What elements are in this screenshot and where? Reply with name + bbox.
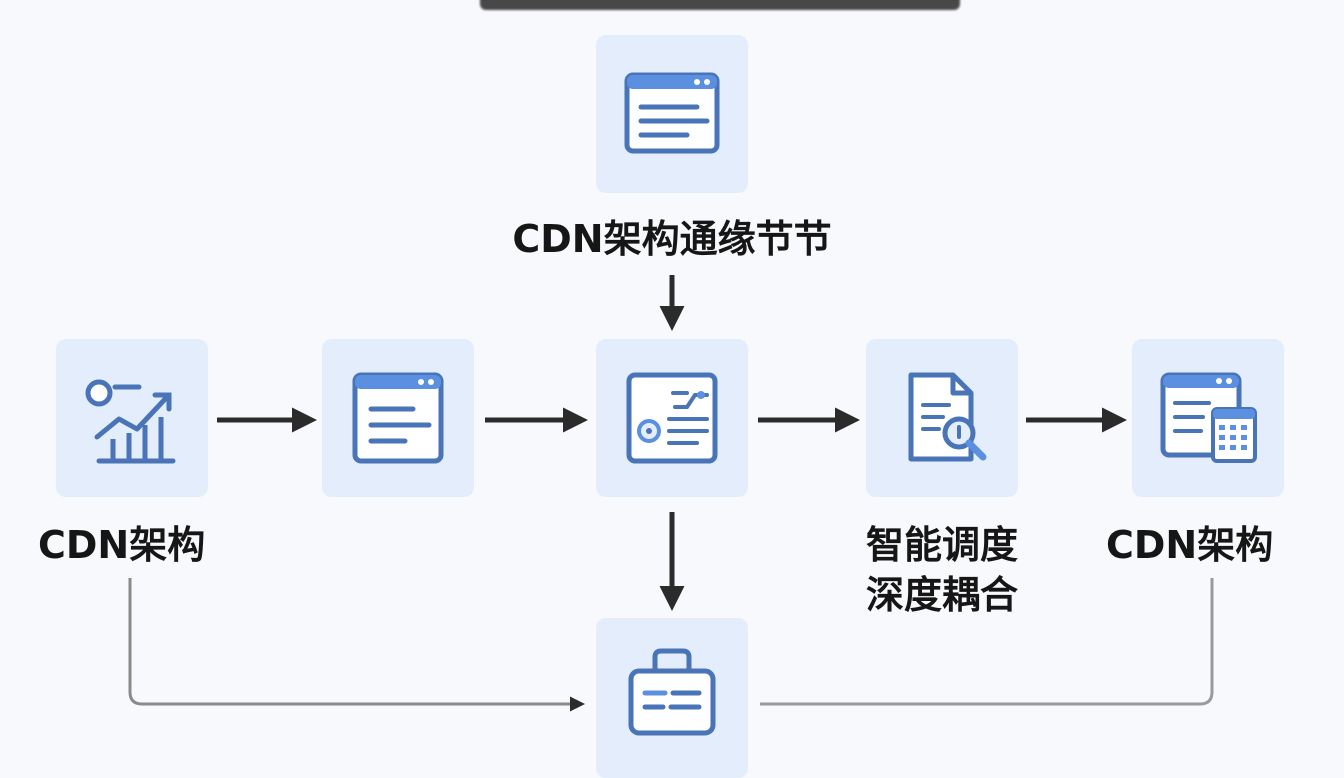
browser-window-icon: [624, 72, 720, 154]
connectors: [128, 275, 1214, 712]
node-1-tile: [56, 339, 208, 497]
node-4-label-line1: 智能调度: [865, 523, 1018, 567]
node-top-tile: [596, 35, 748, 193]
node-1-label: CDN架构: [38, 523, 206, 567]
document-search-icon: [908, 372, 987, 462]
node-4-tile: [866, 339, 1018, 497]
node-4-label-line2: 深度耦合: [865, 573, 1018, 617]
briefcase-document-icon: [628, 648, 716, 736]
connector-n1-to-bottom: [128, 578, 585, 712]
diagram-editor-icon: [626, 372, 718, 464]
node-2-tile: [322, 339, 474, 497]
window-spreadsheet-icon: [1160, 372, 1257, 463]
node-5-tile: [1132, 339, 1284, 497]
node-5-label: CDN架构: [1106, 523, 1274, 567]
connector-n5-to-bottom: [760, 578, 1214, 706]
node-bottom-tile: [596, 618, 748, 778]
browser-window-icon: [352, 372, 444, 464]
analytics-chart-icon: [85, 379, 176, 464]
flow-diagram: CDN架构通缘节节 CDN架构: [38, 0, 1284, 778]
node-3-tile: [596, 339, 748, 497]
node-top-label: CDN架构通缘节节: [512, 217, 832, 261]
cropped-title: [480, 0, 960, 10]
node-4-label: 智能调度 深度耦合: [842, 520, 1042, 620]
